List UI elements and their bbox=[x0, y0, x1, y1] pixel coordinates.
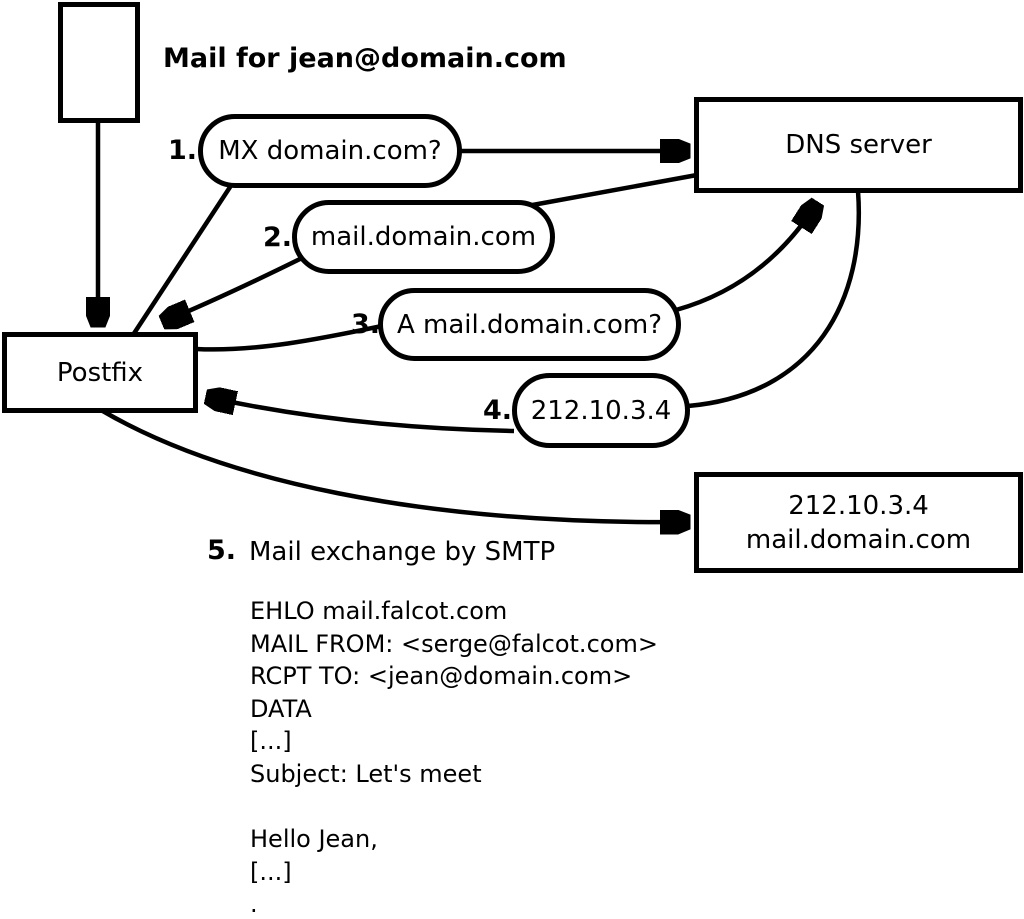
dns-server-node: DNS server bbox=[694, 97, 1023, 193]
step-5-number: 5. bbox=[207, 535, 237, 566]
line-dns-to-pill2 bbox=[526, 172, 698, 209]
step-4-number: 4. bbox=[483, 395, 513, 426]
arrow-pill3-to-dns bbox=[675, 203, 817, 313]
smtp-line: [...] bbox=[250, 727, 292, 756]
pill-mx-answer-label: mail.domain.com bbox=[310, 222, 537, 252]
step-3-number: 3. bbox=[351, 309, 381, 340]
arrow-pill2-to-postfix bbox=[163, 255, 303, 322]
line-dns-to-pill4 bbox=[687, 190, 862, 409]
smtp-line: EHLO mail.falcot.com bbox=[250, 597, 508, 625]
dns-server-label: DNS server bbox=[785, 130, 932, 160]
smtp-line-blank bbox=[250, 793, 658, 826]
step-1-number: 1. bbox=[168, 135, 198, 166]
smtp-line-end-dot: . bbox=[250, 890, 258, 919]
pill-a-answer-label: 212.10.3.4 bbox=[530, 395, 672, 426]
smtp-line: [...] bbox=[250, 857, 292, 886]
smtp-line: MAIL FROM: <serge@falcot.com> bbox=[250, 629, 658, 658]
mail-server-hostname: mail.domain.com bbox=[745, 524, 972, 555]
pill-a-answer: 212.10.3.4 bbox=[512, 373, 690, 448]
step-5-label: Mail exchange by SMTP bbox=[249, 537, 556, 567]
smtp-line: DATA bbox=[250, 694, 312, 723]
pill-mx-query-label: MX domain.com? bbox=[218, 136, 442, 166]
smtp-session-transcript: EHLO mail.falcot.com MAIL FROM: <serge@f… bbox=[250, 597, 658, 919]
line-postfix-to-pill1 bbox=[129, 179, 236, 340]
arrow-postfix-to-mailserver bbox=[99, 408, 689, 522]
smtp-line: Hello Jean, bbox=[250, 825, 378, 854]
pill-mx-answer: mail.domain.com bbox=[292, 200, 555, 274]
step-2-number: 2. bbox=[263, 222, 293, 253]
postfix-node: Postfix bbox=[2, 332, 198, 413]
postfix-label: Postfix bbox=[56, 357, 144, 388]
pill-a-query-label: A mail.domain.com? bbox=[397, 309, 662, 340]
envelope-icon bbox=[58, 2, 140, 123]
diagram-title: Mail for jean@domain.com bbox=[163, 43, 567, 74]
pill-a-query: A mail.domain.com? bbox=[378, 288, 681, 361]
arrow-pill4-to-postfix bbox=[207, 397, 515, 434]
smtp-line: Subject: Let's meet bbox=[250, 759, 482, 788]
smtp-line: RCPT TO: <jean@domain.com> bbox=[250, 662, 633, 691]
line-postfix-to-pill3 bbox=[195, 323, 383, 352]
mail-server-node: 212.10.3.4 mail.domain.com bbox=[694, 472, 1023, 573]
mail-server-ip: 212.10.3.4 bbox=[788, 490, 929, 521]
pill-mx-query: MX domain.com? bbox=[198, 114, 462, 188]
